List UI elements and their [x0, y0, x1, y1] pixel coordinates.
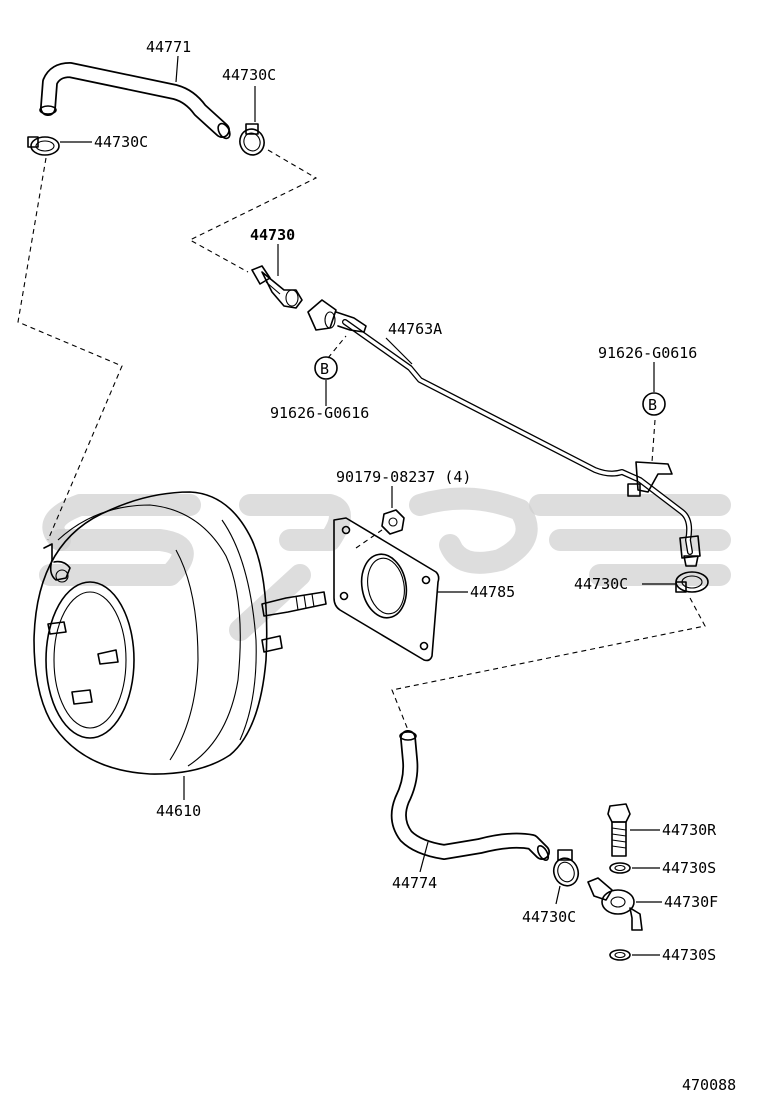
clamp-upper-left[interactable] [27, 136, 60, 156]
label-clamp-upper-right: 44730C [222, 66, 276, 84]
label-clamp-upper-left: 44730C [94, 133, 148, 151]
label-44730s-upper: 44730S [662, 859, 716, 877]
label-44730s-lower: 44730S [662, 946, 716, 964]
check-valve-44730[interactable] [251, 265, 303, 309]
label-44610: 44610 [156, 802, 201, 820]
ref-marker-right: B [642, 392, 666, 416]
label-clamp-lower: 44730C [522, 908, 576, 926]
pipe-bracket[interactable] [627, 461, 673, 497]
brake-booster-44610[interactable] [33, 491, 327, 775]
diagram-number: 470088 [682, 1076, 736, 1094]
label-nut: 90179-08237 (4) [336, 468, 471, 486]
dashed-guide-left [17, 157, 123, 541]
label-ref-right: 91626-G0616 [598, 344, 697, 362]
label-44730f: 44730F [664, 893, 718, 911]
label-44730r: 44730R [662, 821, 717, 839]
watermark-logo [39, 487, 731, 641]
label-44763a: 44763A [388, 320, 442, 338]
union-bolt-44730r[interactable] [607, 803, 631, 857]
nut-90179-08237[interactable] [381, 509, 405, 535]
clamp-lower[interactable] [550, 849, 582, 889]
label-clamp-mid-right: 44730C [574, 575, 628, 593]
ref-marker-left: B [314, 356, 338, 380]
hose-44774[interactable] [390, 730, 551, 862]
svg-text:B: B [320, 360, 329, 378]
pipe-44763a[interactable] [307, 299, 701, 567]
label-44771: 44771 [146, 38, 191, 56]
hose-44771[interactable] [39, 62, 232, 140]
clamp-upper-right[interactable] [236, 123, 267, 158]
union-fitting-44730f[interactable] [587, 877, 643, 931]
gasket-44785[interactable] [333, 517, 440, 662]
washer-lower-44730s[interactable] [609, 949, 631, 961]
label-44774: 44774 [392, 874, 437, 892]
washer-upper-44730s[interactable] [609, 862, 631, 874]
dashed-guide-b-left [327, 335, 347, 359]
label-44730: 44730 [250, 226, 295, 244]
dashed-guide-b-right [651, 419, 656, 463]
dashed-guide-upper [188, 149, 318, 273]
clamp-mid-right[interactable] [675, 571, 709, 593]
dashed-guide-right [391, 597, 706, 736]
label-ref-left: 91626-G0616 [270, 404, 369, 422]
svg-text:B: B [648, 396, 657, 414]
label-44785: 44785 [470, 583, 515, 601]
